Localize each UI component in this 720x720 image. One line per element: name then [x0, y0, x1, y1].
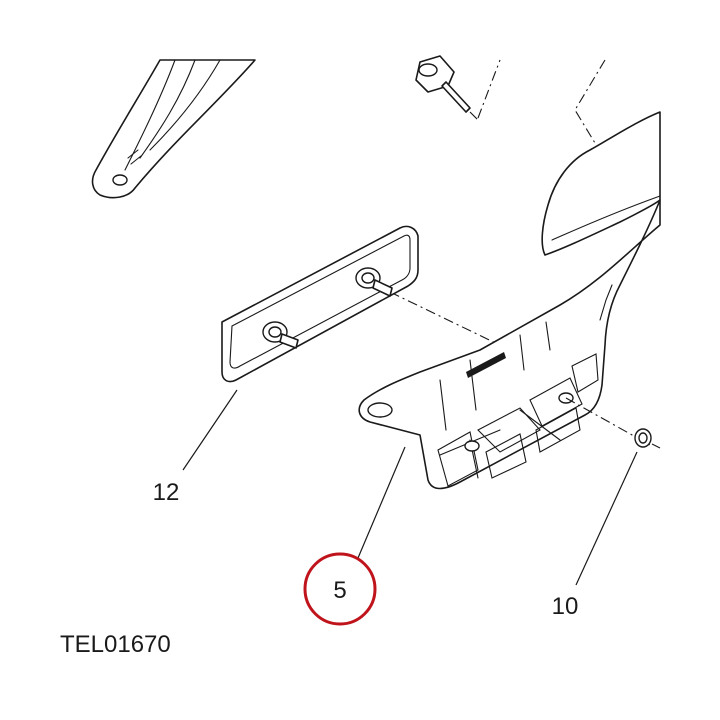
washer: [634, 428, 661, 449]
leader-line-12: [182, 389, 238, 471]
callout-12: 12: [153, 479, 180, 506]
pad-stud-left: [262, 321, 299, 349]
frame-arm: [91, 59, 256, 199]
callout-5: 5: [333, 577, 346, 604]
license-plate-bracket: [358, 199, 661, 490]
leader-line-10: [575, 451, 638, 586]
bracket-label-plate: [466, 352, 506, 378]
callout-10: 10: [552, 593, 579, 620]
rubber-pad: [221, 225, 419, 383]
highlight-circle: [303, 552, 377, 626]
top-bolt: [415, 55, 501, 121]
pad-stud-right: [355, 267, 393, 297]
assembly-axis-line: [389, 291, 511, 351]
leader-line-5: [357, 446, 406, 559]
rear-fender-part: [541, 59, 661, 256]
reference-code: TEL01670: [60, 631, 171, 658]
